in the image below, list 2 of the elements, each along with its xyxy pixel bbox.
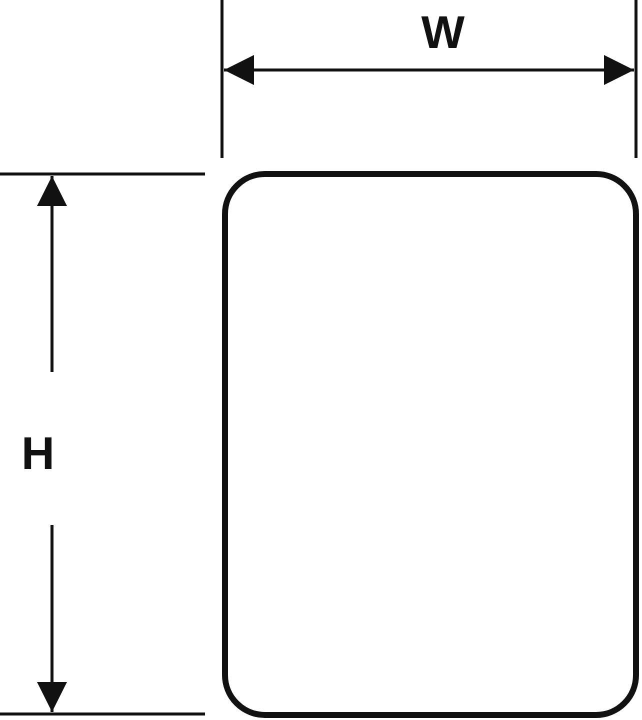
dimension-label: W (421, 9, 465, 55)
dimension-label: H (21, 430, 55, 476)
